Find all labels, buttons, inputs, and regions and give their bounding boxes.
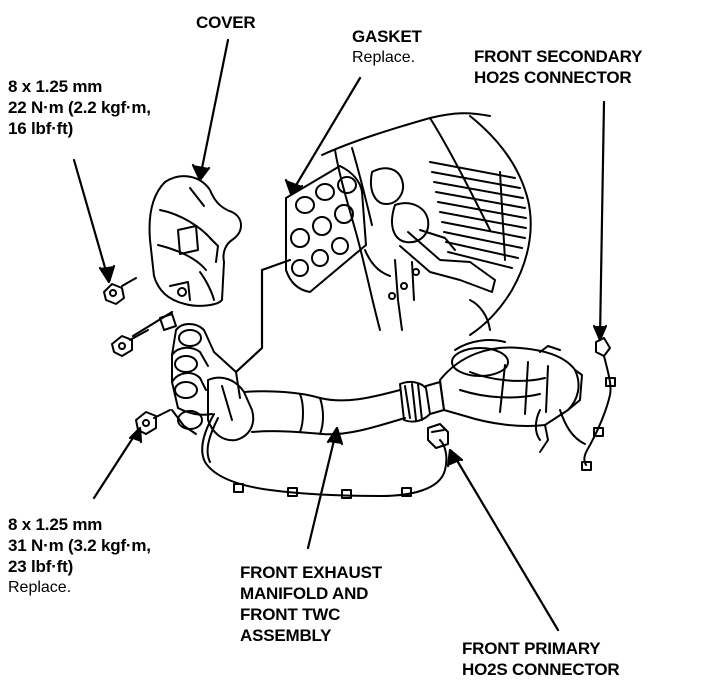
- upper-torque-value-imperial: 16 lbf·ft): [8, 119, 74, 138]
- gasket-label-note: Replace.: [352, 49, 416, 66]
- gasket-label: GASKET Replace.: [352, 26, 422, 68]
- upper-torque-size: 8 x 1.25 mm: [8, 77, 103, 96]
- primary-connector-label-line2: HO2S CONNECTOR: [462, 660, 620, 679]
- assembly-label-line1: FRONT EXHAUST: [240, 563, 382, 582]
- primary-connector-label-line1: FRONT PRIMARY: [462, 639, 601, 658]
- secondary-ho2s-wire: [534, 337, 616, 471]
- secondary-connector-label: FRONT SECONDARY HO2S CONNECTOR: [474, 46, 642, 88]
- cover-part: [148, 175, 242, 307]
- gasket-label-title: GASKET: [352, 27, 422, 46]
- secondary-connector-label-line1: FRONT SECONDARY: [474, 47, 643, 66]
- leader-lines: [72, 38, 608, 632]
- lower-torque-value-imperial: 23 lbf·ft): [8, 557, 74, 576]
- assembly-label-line2: MANIFOLD AND: [240, 584, 369, 603]
- cover-label: COVER: [196, 12, 256, 33]
- upper-torque-spec: 8 x 1.25 mm 22 N·m (2.2 kgf·m, 16 lbf·ft…: [8, 76, 151, 139]
- cover-label-line1: COVER: [196, 13, 256, 32]
- assembly-label-line3: FRONT TWC: [240, 605, 341, 624]
- lower-torque-size: 8 x 1.25 mm: [8, 515, 103, 534]
- upper-torque-value: 22 N·m (2.2 kgf·m,: [8, 98, 151, 117]
- primary-connector-label: FRONT PRIMARY HO2S CONNECTOR: [462, 638, 620, 680]
- engine-block: [321, 112, 532, 336]
- gasket-part: [285, 165, 367, 293]
- primary-ho2s-wire: [201, 413, 449, 499]
- lower-torque-value: 31 N·m (3.2 kgf·m,: [8, 536, 151, 555]
- lower-torque-spec: 8 x 1.25 mm 31 N·m (3.2 kgf·m, 23 lbf·ft…: [8, 514, 151, 598]
- lower-torque-note: Replace.: [8, 579, 72, 596]
- secondary-connector-label-line2: HO2S CONNECTOR: [474, 68, 632, 87]
- assembly-label: FRONT EXHAUST MANIFOLD AND FRONT TWC ASS…: [240, 562, 382, 646]
- assembly-label-line4: ASSEMBLY: [240, 626, 332, 645]
- exhaust-manifold-assembly: [171, 323, 586, 453]
